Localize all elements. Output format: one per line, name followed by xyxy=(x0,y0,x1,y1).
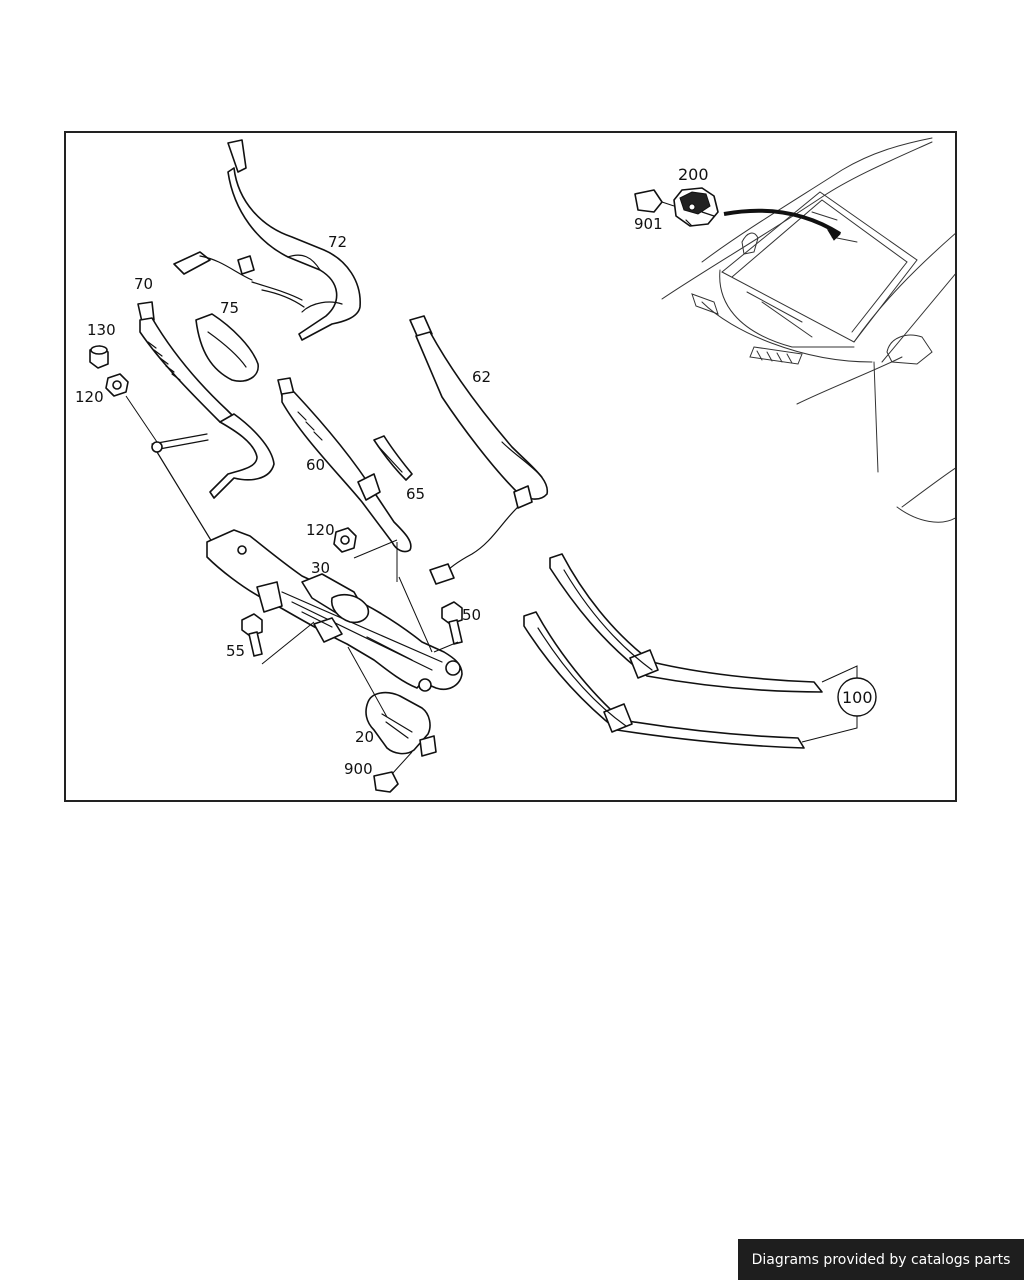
part-72-wiper-arm[interactable] xyxy=(173,139,361,341)
part-100-leader xyxy=(801,665,877,743)
part-60-wiper-arm[interactable] xyxy=(277,377,412,553)
part-20-wiper-motor[interactable] xyxy=(347,646,437,757)
callout-900: 900 xyxy=(344,760,373,778)
callout-30: 30 xyxy=(311,559,330,577)
callout-120b: 120 xyxy=(306,521,335,539)
location-arrow xyxy=(723,208,842,241)
part-55-bolt[interactable] xyxy=(241,613,315,665)
vehicle-outline xyxy=(661,137,955,523)
callout-901: 901 xyxy=(634,215,663,233)
callout-120a: 120 xyxy=(75,388,104,406)
part-901-clip[interactable] xyxy=(634,189,675,213)
callout-20: 20 xyxy=(355,728,374,746)
callout-200: 200 xyxy=(678,165,709,184)
credit-badge: Diagrams provided by catalogs parts xyxy=(738,1239,1024,1280)
callout-75: 75 xyxy=(220,299,239,317)
part-65-cover[interactable] xyxy=(373,435,413,481)
part-50-bolt[interactable] xyxy=(433,601,463,653)
callout-100: 100 xyxy=(842,688,873,707)
callout-72: 72 xyxy=(328,233,347,251)
part-62-wiper-arm[interactable] xyxy=(409,315,549,585)
part-70-wiper-arm[interactable] xyxy=(137,301,275,543)
callout-130: 130 xyxy=(87,321,116,339)
credit-text: Diagrams provided by catalogs parts xyxy=(751,1251,1011,1268)
callout-65: 65 xyxy=(406,485,425,503)
part-100-wiper-blade-upper[interactable] xyxy=(549,553,823,693)
callout-70: 70 xyxy=(134,275,153,293)
part-200-rain-sensor[interactable] xyxy=(673,187,719,227)
parts-diagram-frame: 72 70 75 130 120 60 65 120 62 30 50 55 2… xyxy=(64,131,957,802)
callout-60: 60 xyxy=(306,456,325,474)
callout-50: 50 xyxy=(462,606,481,624)
part-75-cover-cap[interactable] xyxy=(195,313,259,382)
part-900-clip[interactable] xyxy=(373,751,413,793)
part-100-wiper-blade-lower[interactable] xyxy=(523,611,805,749)
part-130-cap-nut[interactable] xyxy=(89,345,109,369)
callout-62: 62 xyxy=(472,368,491,386)
part-120a-nut[interactable] xyxy=(105,373,158,443)
part-120b-nut[interactable] xyxy=(333,527,398,559)
wiper-system-exploded-diagram: 72 70 75 130 120 60 65 120 62 30 50 55 2… xyxy=(75,137,955,793)
part-30-wiper-linkage[interactable] xyxy=(206,529,463,692)
callout-55: 55 xyxy=(226,642,245,660)
